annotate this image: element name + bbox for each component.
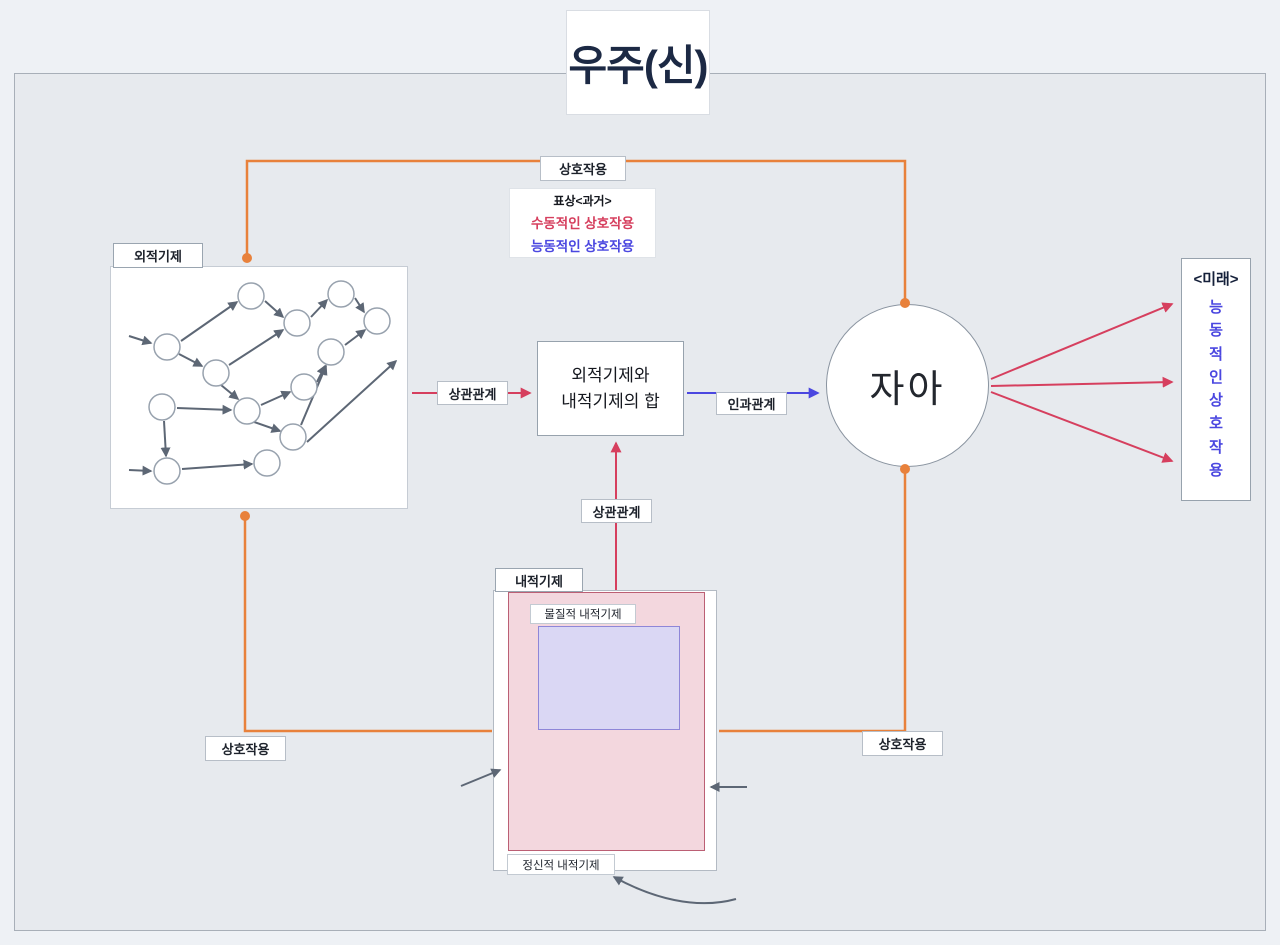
mental-internal-label: 정신적 내적기제 [507,854,615,875]
sum-box-line2: 내적기제의 합 [561,391,660,411]
diagram-title: 우주(신) [566,10,710,115]
mental-label-curve-arrow [612,876,737,905]
legend-active-interaction: 능동적인 상호작용 [530,238,635,254]
annotation-arrows [460,768,747,905]
internal-mechanism-label: 내적기제 [495,568,583,592]
interaction-top-label: 상호작용 [540,156,626,181]
network-edges [128,297,398,476]
causation-label: 인과관계 [716,392,787,415]
interaction-left-label: 상호작용 [205,736,286,761]
future-heading: <미래> [1193,271,1239,288]
interaction-right-path [719,469,907,733]
correlation-bottom-label: 상관관계 [581,499,652,523]
legend-heading: 표상<과거> [553,193,612,208]
future-arrow-1 [990,302,1174,380]
self-circle: 자아 [826,304,989,467]
network-nodes [148,280,391,485]
future-vertical-text: 능동적인상호작용 [1209,299,1223,479]
future-arrow-3 [990,391,1174,463]
interaction-right-label: 상호작용 [862,731,943,756]
material-internal-label: 물질적 내적기제 [530,604,636,624]
future-arrow-2 [990,376,1174,388]
interaction-left-path [243,516,492,733]
sum-box-line1: 외적기제와 [571,366,650,385]
sum-box: 외적기제와 내적기제의 합 [537,341,684,436]
correlation-left-label: 상관관계 [437,381,508,405]
legend-box: 표상<과거> 수동적인 상호작용 능동적인 상호작용 [509,188,656,258]
interaction-endpoints [240,253,910,521]
external-mechanism-label: 외적기제 [113,243,203,268]
red-arrows [412,302,1174,590]
legend-passive-interaction: 수동적인 상호작용 [530,215,635,231]
material-internal-inner-box [538,626,680,730]
future-box: <미래> 능동적인상호작용 [1181,258,1251,501]
internal-left-arrow [460,768,502,787]
self-label: 자아 [869,369,946,411]
